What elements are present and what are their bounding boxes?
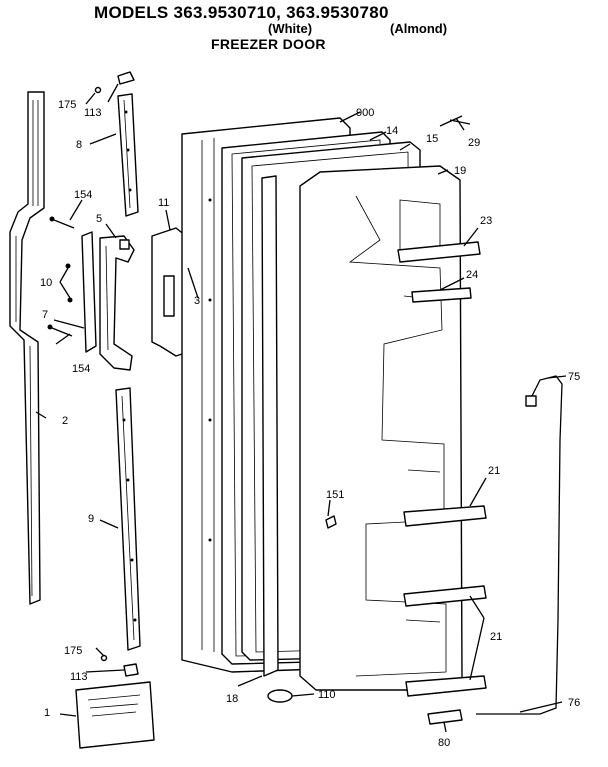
callout-15: 15 [426,133,438,145]
callout-110: 110 [318,689,336,701]
part-21-shelf-bar-upper [403,505,487,527]
callout-21: 21 [488,465,500,477]
part-175-screw-top [94,86,102,94]
callout-10: 10 [40,277,52,289]
part-75-heater-wire [476,375,563,715]
part-1-manual [75,681,155,749]
callout-1: 1 [44,707,50,719]
callout-labels: 175 113 8 154 5 10 7 154 2 9 175 113 1 1… [40,99,580,749]
part-5-handle [99,235,135,371]
callout-9: 9 [88,513,94,525]
part-21-shelf-bar-mid [403,585,487,607]
part-24-shelf-bar [411,287,472,303]
callout-11: 11 [158,197,169,209]
callout-3: 3 [194,295,200,307]
callout-5: 5 [96,213,102,225]
part-113-end-cap-top [117,71,135,85]
part-80-connector [427,709,463,725]
part-10-screws [65,263,73,303]
callout-14: 14 [386,125,398,137]
callout-24: 24 [466,269,478,281]
callout-151: 151 [326,489,344,501]
part-29-wire-clip [439,115,471,131]
callout-7: 7 [42,309,48,321]
variant-almond-label: (Almond) [390,21,448,36]
part-18-edge-strip [261,175,279,677]
part-8-upper-trim [117,93,139,217]
callout-154: 154 [74,189,92,201]
callout-80: 80 [438,737,450,749]
callout-154: 154 [72,363,90,375]
diagram-title: MODELS 363.9530710, 363.9530780 [94,3,389,22]
diagram-subtitle: FREEZER DOOR [211,36,326,52]
callout-113: 113 [70,671,88,683]
part-9-lower-trim [115,387,141,651]
part-151-screw [325,515,337,529]
callout-29: 29 [468,137,480,149]
leader-lines [35,83,567,733]
callout-21: 21 [490,631,502,643]
part-113-end-cap-bottom [123,663,139,677]
callout-175: 175 [64,645,82,657]
part-21-shelf-bar-lower [405,675,487,697]
callout-113: 113 [84,107,102,119]
part-175-screw-bottom [100,654,108,662]
callout-19: 19 [454,165,466,177]
part-19-door-liner [299,165,463,691]
callout-23: 23 [480,215,492,227]
part-7-handle-insert [81,231,97,353]
callout-18: 18 [226,693,238,705]
variant-white-label: (White) [268,21,313,36]
callout-8: 8 [76,139,82,151]
callout-900: 900 [356,107,374,119]
callout-175: 175 [58,99,76,111]
callout-76: 76 [568,697,580,709]
part-110-plug [267,689,293,703]
part-2-trim-strip [9,91,45,605]
callout-2: 2 [62,415,68,427]
callout-75: 75 [568,371,580,383]
part-23-shelf-bar [397,241,481,263]
